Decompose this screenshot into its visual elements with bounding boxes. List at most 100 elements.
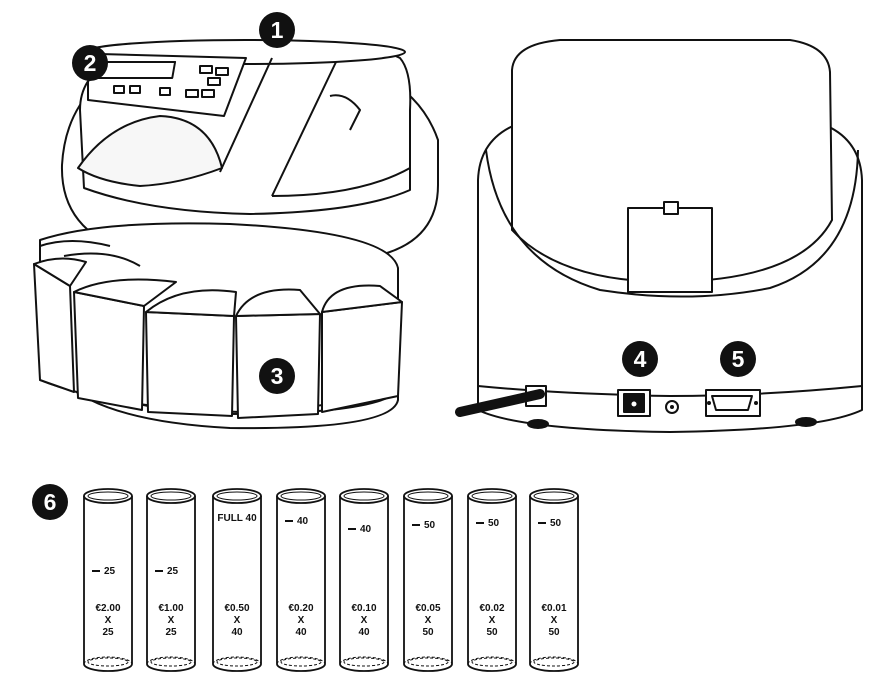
coin-compartment-lid [145,289,237,317]
tube-rim [83,488,133,504]
back-label-plate [627,207,713,293]
callout-label: 6 [44,489,57,515]
serial-screw [754,401,758,405]
callout-label: 5 [732,346,745,372]
callout-4: 4 [622,341,658,377]
tube-fill-mark: 40 [360,524,372,535]
tube-count: 40 [231,627,243,638]
tube-body [467,496,517,672]
coin-compartment-lid [39,240,141,267]
front-side-panel [219,57,411,197]
tube-bottom-dashed [146,656,196,665]
keypad-button [201,89,215,98]
tube-rim-inner [280,491,322,501]
power-cable [455,389,545,417]
callout-3: 3 [259,358,295,394]
callout-circle [259,12,295,48]
tube-count: 50 [486,627,498,638]
tube-body [146,496,196,672]
coin-compartment-lid [235,288,321,317]
tube-body [529,496,579,672]
keypad-button [129,85,141,94]
tube-x: X [361,615,368,626]
keypad-button [199,65,213,74]
tube-rim [212,488,262,504]
tube-fill-mark: FULL 40 [217,513,257,524]
tube-bottom-inner [343,657,385,667]
callout-label: 1 [271,17,284,43]
tube-count: 25 [102,627,114,638]
callout-label: 3 [271,363,284,389]
tube-count: 40 [295,627,307,638]
tube-bottom-inner [216,657,258,667]
callout-6: 6 [32,484,68,520]
callout-label: 4 [634,346,647,372]
tube-value: €0.10 [351,603,376,614]
tube-bottom-dashed [276,656,326,665]
tube-count: 50 [422,627,434,638]
coin-compartment [73,291,145,411]
coin-compartment-lid [73,278,177,307]
tube-x: X [489,615,496,626]
coin-compartment [145,311,235,417]
fuse-holder-center [670,405,674,409]
tube-bottom-inner [471,657,513,667]
serial-screw [707,401,711,405]
tube-value: €0.05 [415,603,440,614]
tube-fill-mark: 50 [424,520,436,531]
tube-fill-mark: 50 [550,518,562,529]
tube-x: X [551,615,558,626]
coin-sorter-front-view [33,39,439,430]
coin-compartment-lid [321,284,403,313]
keypad-button [159,87,171,96]
tube-x: X [234,615,241,626]
callout-2: 2 [72,45,108,81]
callout-5: 5 [720,341,756,377]
tube-bottom-inner [533,657,575,667]
tube-rim-inner [533,491,575,501]
tube-rim-inner [471,491,513,501]
keypad-button [113,85,125,94]
tube-value: €0.01 [541,603,566,614]
callout-circle [72,45,108,81]
tube-count: 25 [165,627,177,638]
callout-markers: 1 2 3 4 5 6 [32,12,756,520]
tube-value: €0.02 [479,603,504,614]
tube-fill-mark: 25 [104,566,116,577]
tube-fill-mark: 50 [488,518,500,529]
tube-count: 50 [548,627,560,638]
tube-value: €0.50 [224,603,249,614]
tube-x: X [298,615,305,626]
tube-rim [403,488,453,504]
serial-port [711,395,753,411]
tube-x: X [425,615,432,626]
tube-bottom-dashed [403,656,453,665]
tube-fill-mark: 40 [297,516,309,527]
back-inner-bowl [485,149,859,298]
callout-circle [720,341,756,377]
tube-x: X [168,615,175,626]
tube-rim-inner [407,491,449,501]
tube-body [339,496,389,672]
tube-rim [146,488,196,504]
tube-bottom-dashed [212,656,262,665]
coin-sorter-back-view [455,39,863,433]
tube-bottom-inner [407,657,449,667]
tube-rim-inner [150,491,192,501]
callout-label: 2 [84,50,97,76]
back-foot [527,419,549,429]
tube-value: €0.20 [288,603,313,614]
coin-compartment-lid [33,257,87,287]
callout-circle [622,341,658,377]
power-switch-dot [631,401,637,407]
tube-rim-inner [343,491,385,501]
back-foot [795,417,817,427]
front-side-panel-line [329,94,361,131]
